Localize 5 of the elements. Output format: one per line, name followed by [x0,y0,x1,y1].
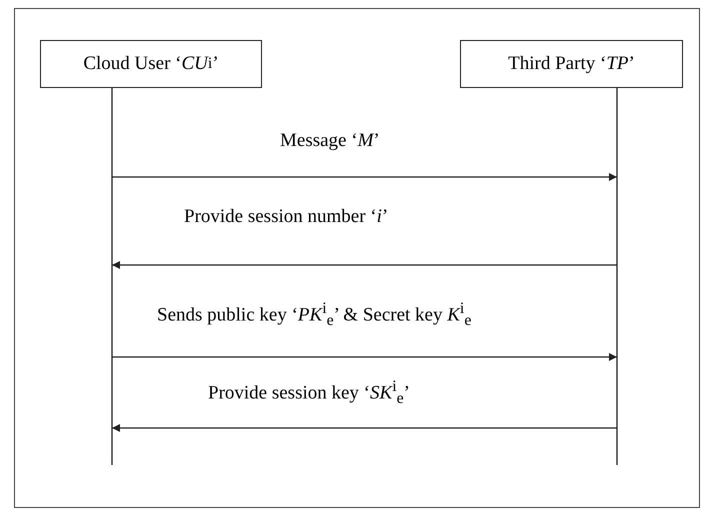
message-arrow [112,353,617,361]
message-arrow [112,424,617,432]
participant-box: Third Party ‘TP’ [460,40,683,88]
message-arrow [112,173,617,181]
message-arrow [112,261,617,269]
